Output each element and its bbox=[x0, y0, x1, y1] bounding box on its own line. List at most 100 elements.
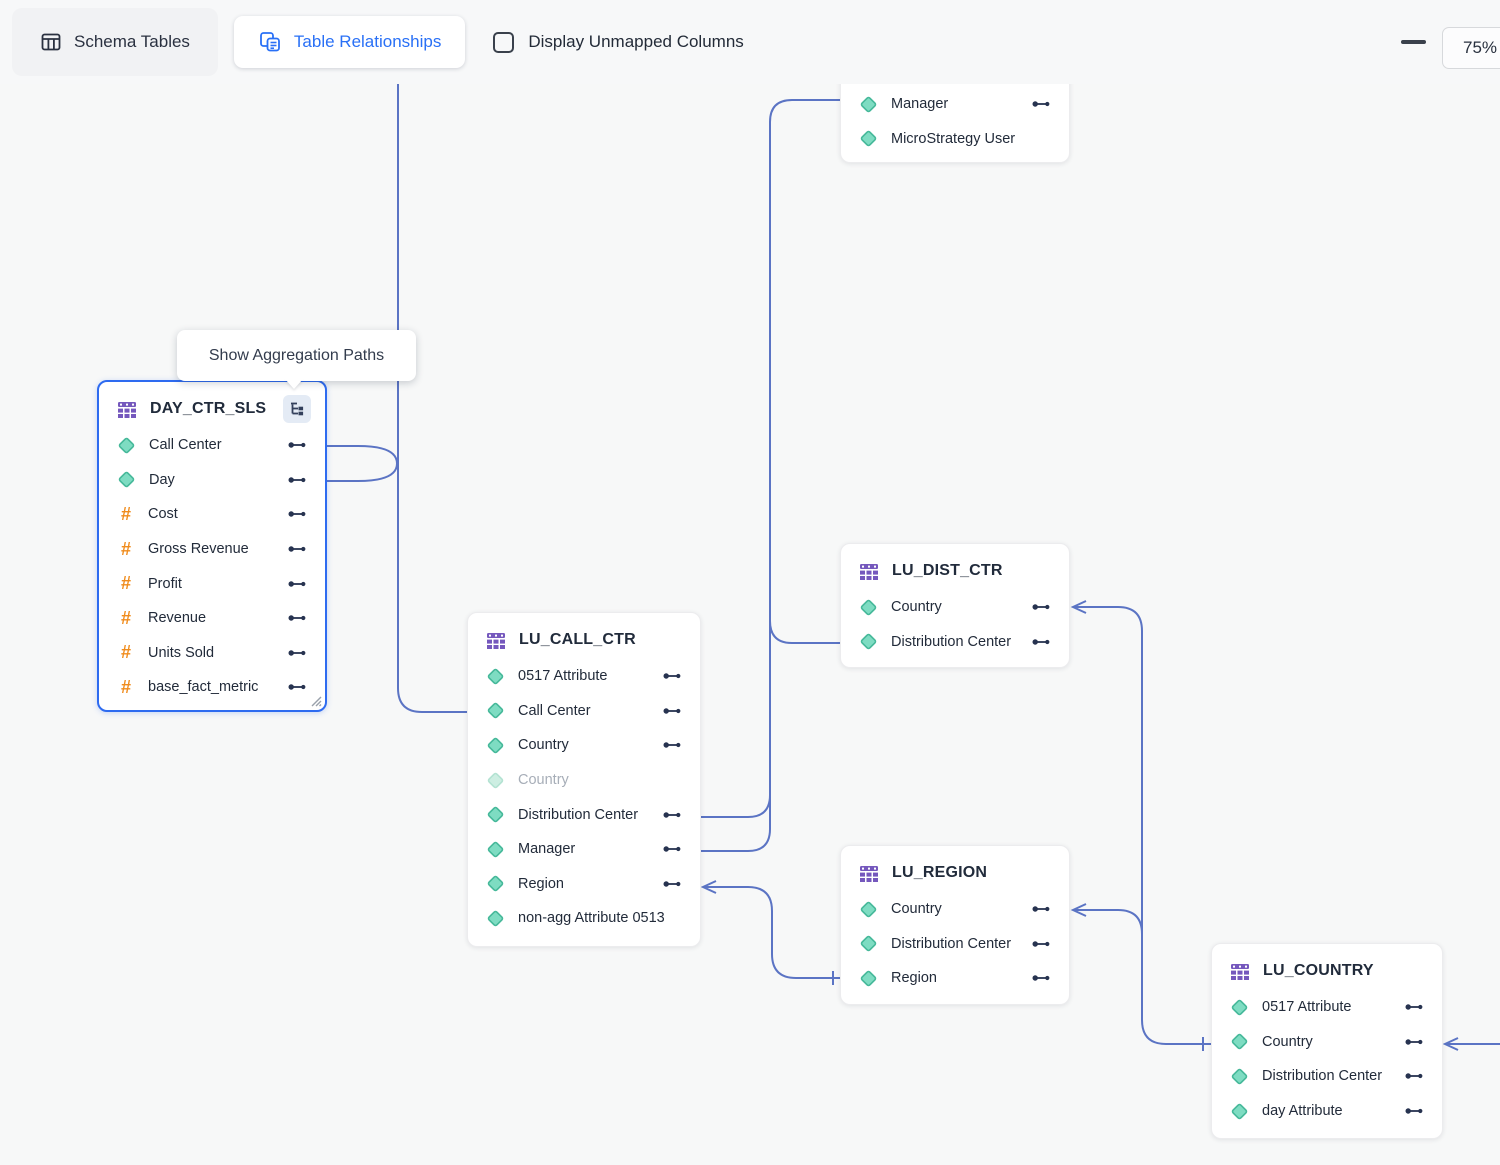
display-unmapped-label: Display Unmapped Columns bbox=[528, 32, 744, 51]
column-mapping-icon[interactable] bbox=[663, 740, 682, 750]
table-row[interactable]: #Revenue bbox=[99, 601, 325, 636]
row-label: Region bbox=[518, 875, 564, 892]
zoom-level-field[interactable]: 75% bbox=[1442, 27, 1500, 69]
table-row[interactable]: Distribution Center bbox=[1212, 1059, 1442, 1094]
table-row[interactable]: Distribution Center bbox=[841, 625, 1069, 660]
column-mapping-icon[interactable] bbox=[1032, 602, 1051, 612]
row-label: Gross Revenue bbox=[148, 541, 249, 558]
table-row[interactable]: 0517 Attribute bbox=[468, 659, 700, 694]
column-mapping-icon[interactable] bbox=[288, 544, 307, 554]
table-card-lu_call_ctr[interactable]: LU_CALL_CTR 0517 Attribute Call Center Co… bbox=[467, 612, 701, 947]
table-card-header[interactable]: LU_CALL_CTR bbox=[468, 625, 700, 655]
table-row[interactable]: Region bbox=[841, 961, 1069, 996]
row-label: Country bbox=[1262, 1033, 1313, 1050]
column-mapping-icon[interactable] bbox=[288, 682, 307, 692]
column-mapping-icon[interactable] bbox=[1032, 637, 1051, 647]
column-mapping-icon[interactable] bbox=[663, 671, 682, 681]
fact-hash-icon: # bbox=[120, 573, 131, 594]
column-mapping-icon[interactable] bbox=[1032, 99, 1051, 109]
table-card-day_ctr_sls[interactable]: DAY_CTR_SLS Call Center Day #Cost #Gross… bbox=[97, 380, 327, 712]
fact-hash-icon: # bbox=[120, 676, 131, 697]
column-mapping-icon[interactable] bbox=[1405, 1106, 1424, 1116]
table-row[interactable]: #Gross Revenue bbox=[99, 532, 325, 567]
table-card-lu_country[interactable]: LU_COUNTRY 0517 Attribute Country Distrib… bbox=[1211, 943, 1443, 1139]
table-row[interactable]: #base_fact_metric bbox=[99, 670, 325, 705]
table-row[interactable]: Call Center bbox=[99, 428, 325, 463]
column-mapping-icon[interactable] bbox=[1405, 1071, 1424, 1081]
table-row[interactable]: Day bbox=[99, 463, 325, 498]
resize-handle[interactable] bbox=[310, 695, 322, 707]
row-label: non-agg Attribute 0513 bbox=[518, 910, 665, 927]
attribute-diamond-icon bbox=[860, 970, 877, 987]
table-card-partial-top[interactable]: Manager MicroStrategy User bbox=[840, 70, 1070, 163]
column-mapping-icon[interactable] bbox=[288, 579, 307, 589]
row-label: 0517 Attribute bbox=[1262, 999, 1352, 1016]
table-row[interactable]: non-agg Attribute 0513 bbox=[468, 901, 700, 936]
column-mapping-icon[interactable] bbox=[663, 844, 682, 854]
table-row[interactable]: Distribution Center bbox=[468, 797, 700, 832]
table-row[interactable]: #Cost bbox=[99, 497, 325, 532]
row-label: Units Sold bbox=[148, 644, 215, 661]
table-row[interactable]: Country bbox=[841, 892, 1069, 927]
arrowhead bbox=[1070, 600, 1087, 614]
table-row[interactable]: #Profit bbox=[99, 566, 325, 601]
column-mapping-icon[interactable] bbox=[663, 810, 682, 820]
column-mapping-icon[interactable] bbox=[288, 613, 307, 623]
table-row[interactable]: #Units Sold bbox=[99, 636, 325, 671]
table-card-header[interactable]: LU_DIST_CTR bbox=[841, 556, 1069, 586]
tab-schema-tables[interactable]: Schema Tables bbox=[12, 8, 218, 76]
attribute-diamond-icon bbox=[118, 472, 135, 488]
attribute-diamond-icon bbox=[860, 936, 877, 952]
aggregation-paths-icon bbox=[291, 402, 304, 416]
row-label: Manager bbox=[891, 96, 949, 113]
column-mapping-icon[interactable] bbox=[1032, 939, 1051, 949]
table-icon bbox=[860, 564, 878, 580]
table-row[interactable]: Country bbox=[468, 763, 700, 798]
table-row[interactable]: Country bbox=[1212, 1025, 1442, 1060]
zoom-out-button[interactable] bbox=[1401, 40, 1426, 44]
edge-trunk-ludistctr bbox=[769, 620, 840, 644]
attribute-diamond-icon bbox=[487, 703, 504, 719]
table-card-header[interactable]: LU_REGION bbox=[841, 858, 1069, 888]
column-mapping-icon[interactable] bbox=[288, 475, 307, 485]
column-mapping-icon[interactable] bbox=[288, 509, 307, 519]
table-row[interactable]: Manager bbox=[841, 87, 1069, 122]
tab-table-relationships[interactable]: Table Relationships bbox=[233, 16, 466, 68]
table-row[interactable]: Manager bbox=[468, 832, 700, 867]
column-mapping-icon[interactable] bbox=[663, 706, 682, 716]
column-mapping-icon[interactable] bbox=[1405, 1037, 1424, 1047]
table-relationships-label: Table Relationships bbox=[293, 32, 442, 51]
table-row[interactable]: Distribution Center bbox=[841, 927, 1069, 962]
table-icon bbox=[860, 866, 878, 882]
table-card-header[interactable]: DAY_CTR_SLS bbox=[99, 394, 325, 424]
table-row[interactable]: Call Center bbox=[468, 694, 700, 729]
table-row[interactable]: Region bbox=[468, 867, 700, 902]
edge-daycrtsls-stub bbox=[327, 445, 399, 482]
column-mapping-icon[interactable] bbox=[1405, 1002, 1424, 1012]
column-mapping-icon[interactable] bbox=[1032, 973, 1051, 983]
row-label: Country bbox=[518, 737, 569, 754]
tooltip-text: Show Aggregation Paths bbox=[208, 346, 385, 364]
table-card-header[interactable]: LU_COUNTRY bbox=[1212, 956, 1442, 986]
table-row[interactable]: Country bbox=[468, 728, 700, 763]
table-row[interactable]: 0517 Attribute bbox=[1212, 990, 1442, 1025]
row-label: Country bbox=[891, 901, 942, 918]
show-aggregation-paths-button[interactable] bbox=[283, 395, 311, 423]
column-mapping-icon[interactable] bbox=[663, 879, 682, 889]
attribute-diamond-icon bbox=[1231, 1068, 1248, 1085]
table-card-lu_dist_ctr[interactable]: LU_DIST_CTR Country Distribution Center bbox=[840, 543, 1070, 668]
display-unmapped-columns-toggle[interactable]: Display Unmapped Columns bbox=[493, 31, 744, 53]
table-icon bbox=[1231, 964, 1249, 980]
attribute-diamond-icon bbox=[860, 634, 877, 650]
arrowhead bbox=[700, 880, 717, 894]
table-row[interactable]: Country bbox=[841, 590, 1069, 625]
table-card-lu_region[interactable]: LU_REGION Country Distribution Center Reg… bbox=[840, 845, 1070, 1005]
column-mapping-icon[interactable] bbox=[288, 440, 307, 450]
attribute-diamond-icon bbox=[118, 437, 135, 454]
column-mapping-icon[interactable] bbox=[288, 648, 307, 658]
table-row[interactable]: day Attribute bbox=[1212, 1094, 1442, 1129]
toolbar: Schema Tables Table Relationships Displa… bbox=[0, 0, 1500, 84]
column-mapping-icon[interactable] bbox=[1032, 904, 1051, 914]
table-row[interactable]: MicroStrategy User bbox=[841, 122, 1069, 157]
display-unmapped-checkbox[interactable] bbox=[493, 31, 515, 53]
